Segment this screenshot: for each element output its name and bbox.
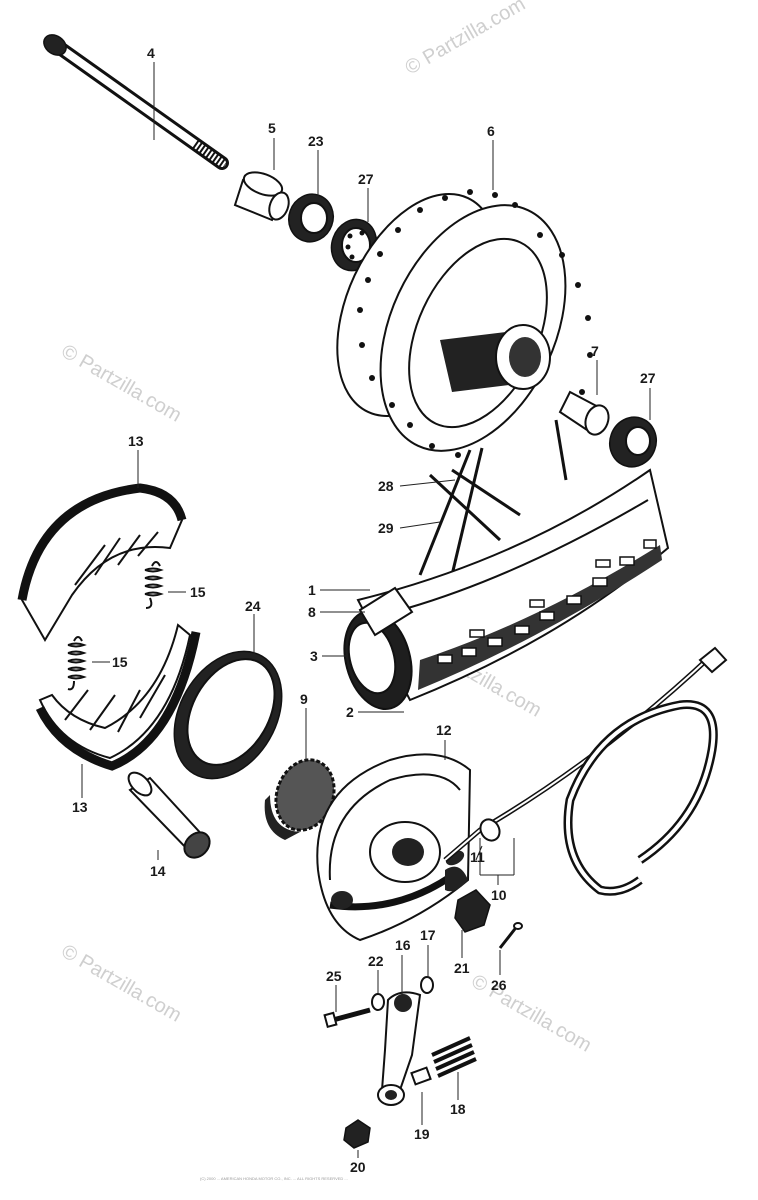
nut xyxy=(343,1119,371,1149)
watermark-5: © Partzilla.com xyxy=(468,970,596,1056)
spring-lower xyxy=(67,636,87,691)
bolt xyxy=(323,1007,371,1029)
axle xyxy=(43,34,229,170)
return-spring xyxy=(431,1036,477,1078)
washer xyxy=(371,993,385,1011)
callout-27-upper: 27 xyxy=(358,171,374,187)
callout-6: 6 xyxy=(487,123,495,139)
castle-nut xyxy=(454,889,491,933)
callout-1: 1 xyxy=(308,582,316,598)
callout-15-upper: 15 xyxy=(190,584,206,600)
callout-9: 9 xyxy=(300,691,308,707)
watermark-1: © Partzilla.com xyxy=(402,0,530,79)
brake-shoe-lower xyxy=(35,623,201,771)
callout-3: 3 xyxy=(310,648,318,664)
brake-shoe-upper xyxy=(17,483,187,642)
callout-19: 19 xyxy=(414,1126,430,1142)
callout-13-lower: 13 xyxy=(72,799,88,815)
callout-21: 21 xyxy=(454,960,470,976)
callout-20: 20 xyxy=(350,1159,366,1175)
callout-29: 29 xyxy=(378,520,394,536)
callout-12: 12 xyxy=(436,722,452,738)
collar xyxy=(558,390,610,436)
bearing-right xyxy=(609,416,657,468)
spacer xyxy=(233,171,290,222)
rim-and-tire xyxy=(343,468,670,711)
watermark-4: © Partzilla.com xyxy=(58,940,186,1026)
brake-panel xyxy=(316,753,472,942)
callout-26: 26 xyxy=(491,977,507,993)
callout-11: 11 xyxy=(470,849,485,865)
callout-14: 14 xyxy=(150,863,166,879)
callout-23: 23 xyxy=(308,133,324,149)
callout-18: 18 xyxy=(450,1101,466,1117)
dust-seal xyxy=(288,193,334,243)
callout-5: 5 xyxy=(268,120,276,136)
spring-upper xyxy=(144,561,164,609)
callout-28: 28 xyxy=(378,478,394,494)
callout-17: 17 xyxy=(420,927,436,943)
callout-8: 8 xyxy=(308,604,316,620)
brake-cam xyxy=(127,771,211,859)
watermark-2: © Partzilla.com xyxy=(58,340,186,426)
callout-16: 16 xyxy=(395,937,411,953)
cotter-pin xyxy=(498,922,523,949)
callout-labels: 4 5 23 27 6 7 27 28 29 1 8 3 2 13 15 15 … xyxy=(72,45,656,1175)
callout-24: 24 xyxy=(245,598,261,614)
brake-arm xyxy=(377,976,434,1106)
spokes xyxy=(418,419,568,576)
callout-13-upper: 13 xyxy=(128,433,144,449)
callout-7: 7 xyxy=(591,343,599,359)
seal-ring xyxy=(173,650,283,780)
callout-2: 2 xyxy=(346,704,354,720)
callout-15-lower: 15 xyxy=(112,654,128,670)
wheel-hub xyxy=(336,189,593,458)
callout-10: 10 xyxy=(491,887,507,903)
callout-27-right: 27 xyxy=(640,370,656,386)
speedometer-cable xyxy=(443,646,728,896)
leader-lines xyxy=(81,62,651,1158)
copyright-notice: (C) 2000 ... AMERICAN HONDA MOTOR CO., I… xyxy=(200,1176,348,1181)
callout-25: 25 xyxy=(326,968,342,984)
callout-4: 4 xyxy=(147,45,155,61)
callout-22: 22 xyxy=(368,953,384,969)
